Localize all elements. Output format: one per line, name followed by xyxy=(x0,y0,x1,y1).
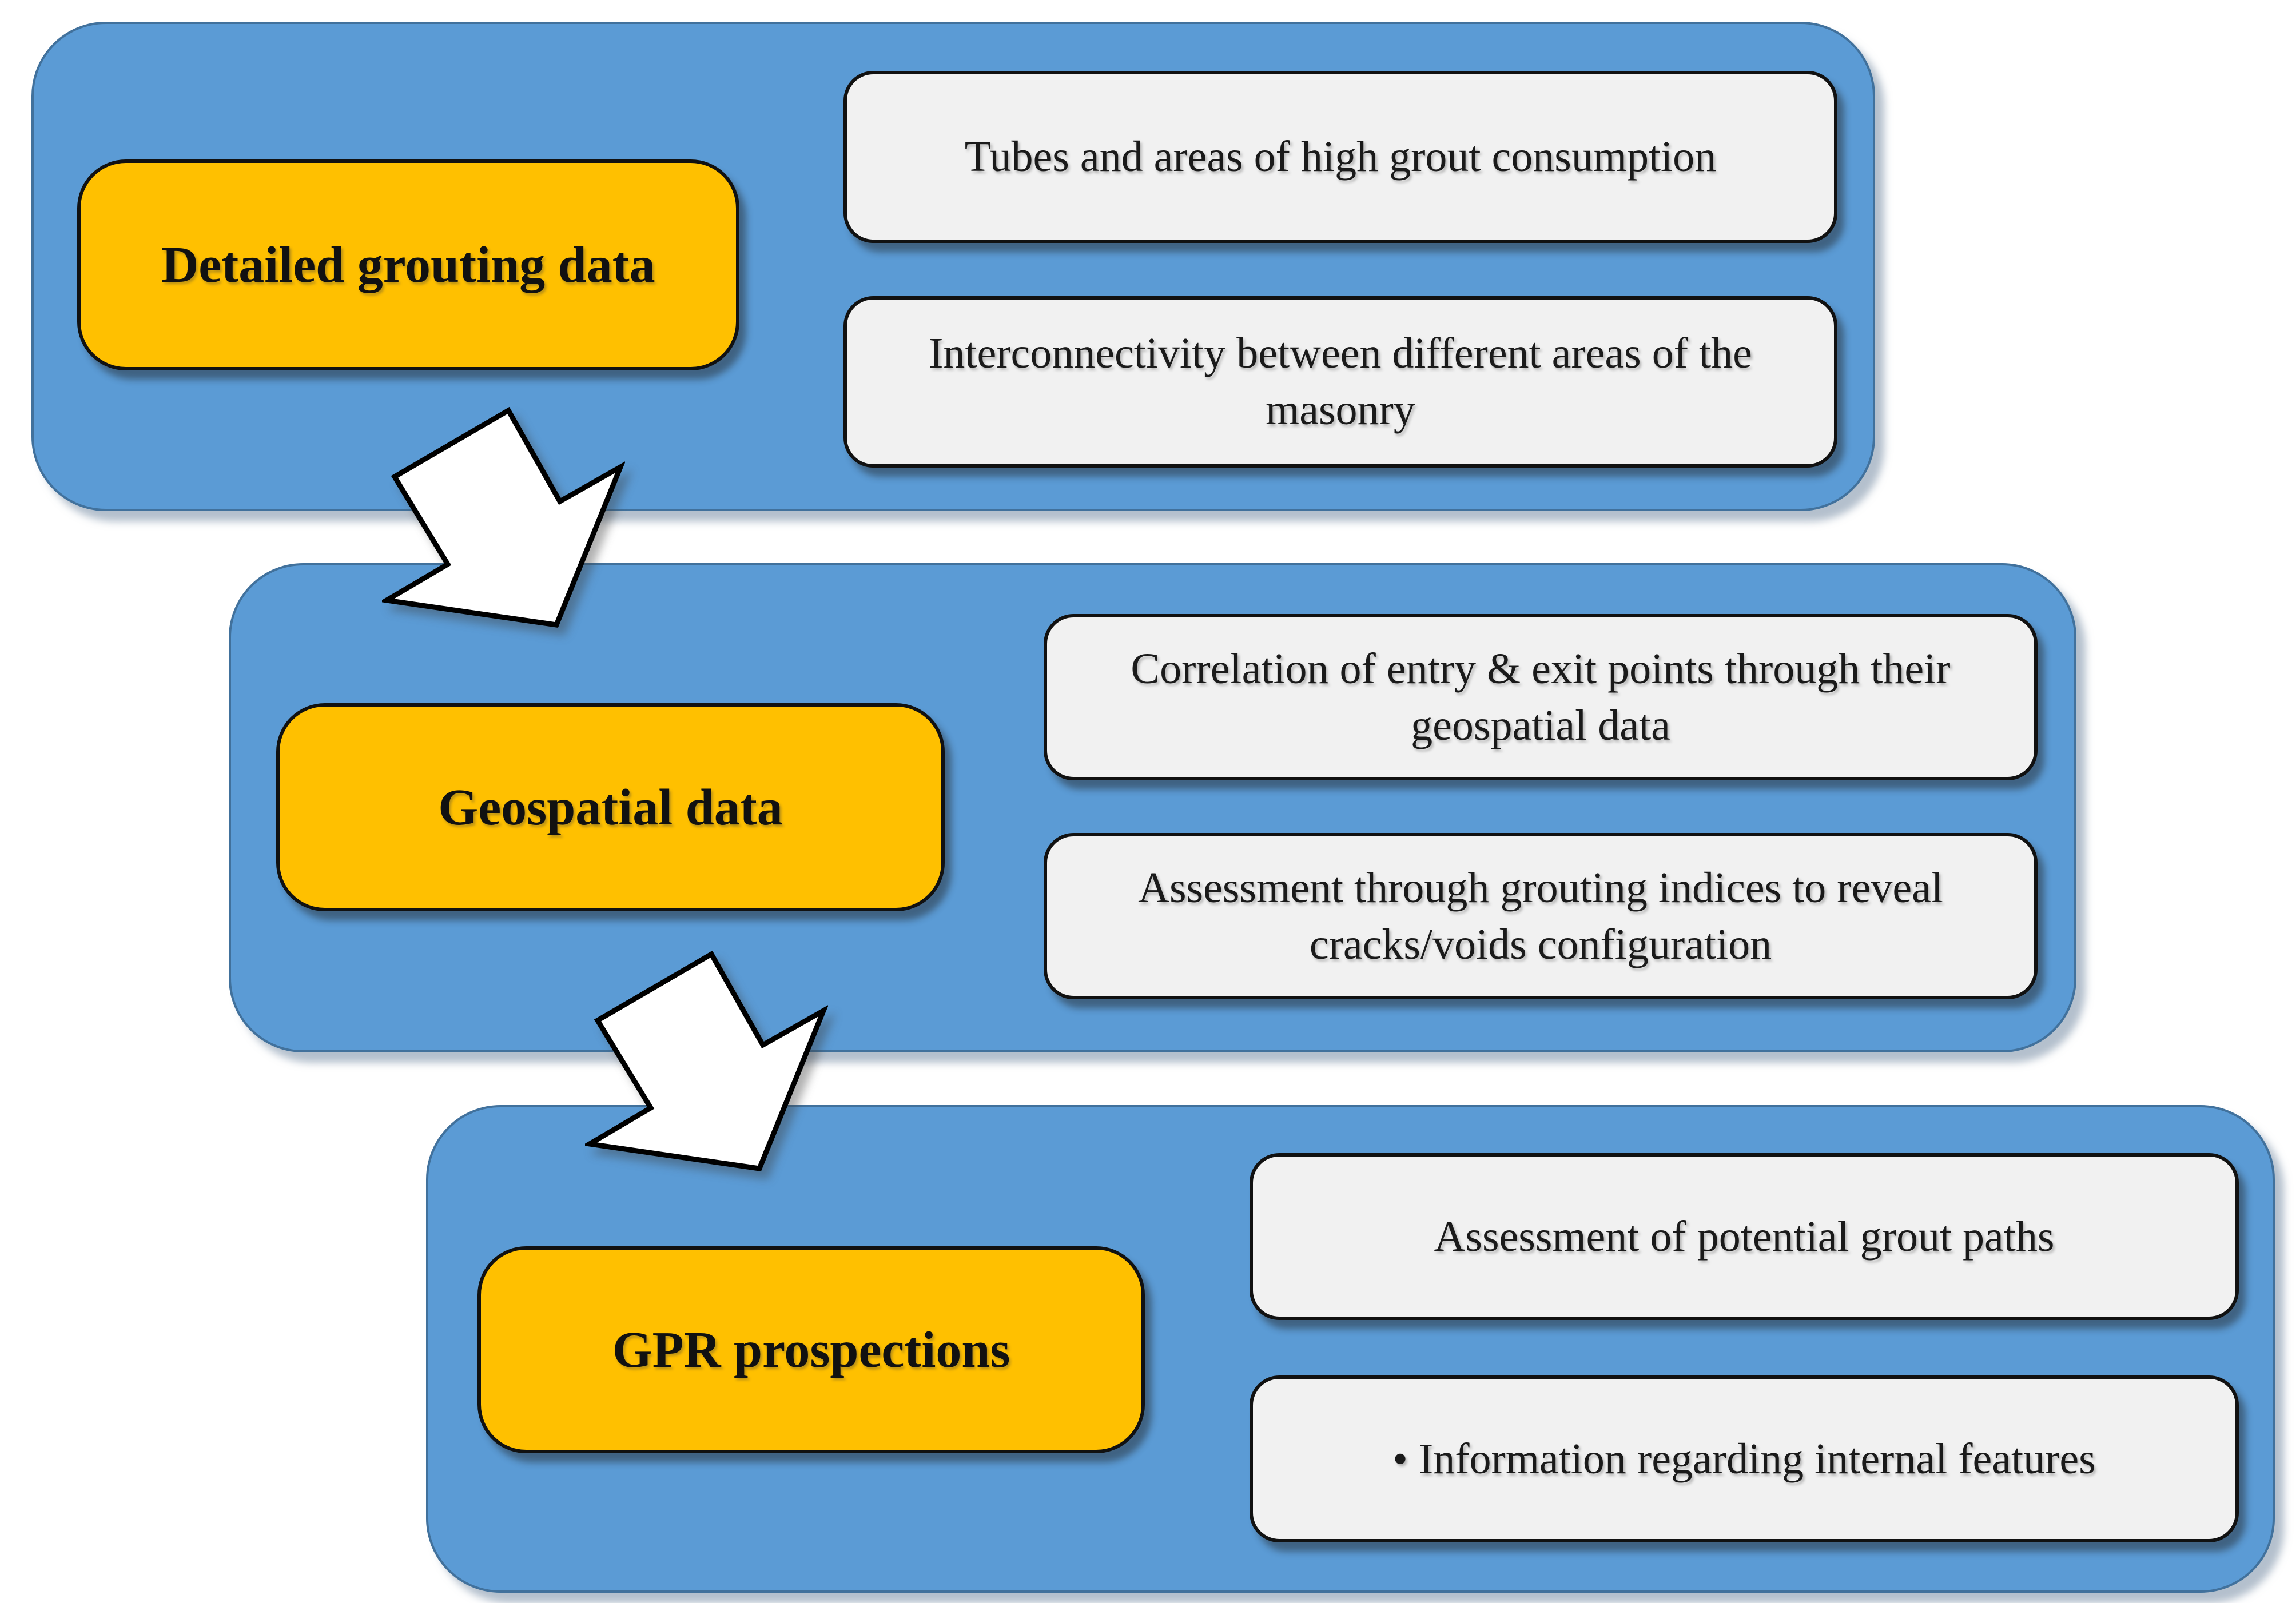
output-text: • Information regarding internal feature… xyxy=(1392,1434,2096,1483)
output-text: Tubes and areas of high grout consumptio… xyxy=(964,133,1717,181)
flow-arrow-icon xyxy=(585,950,828,1171)
output-box: Tubes and areas of high grout consumptio… xyxy=(843,71,1837,243)
stage-label: GPR prospections xyxy=(612,1321,1010,1378)
output-text: Correlation of entry & exit points throu… xyxy=(1131,644,1951,749)
output-box: Assessment of potential grout paths xyxy=(1250,1153,2239,1320)
output-box: Interconnectivity between different area… xyxy=(843,296,1837,468)
flow-arrow-icon xyxy=(382,406,625,628)
output-box: Correlation of entry & exit points throu… xyxy=(1044,614,2038,780)
stage-label: Geospatial data xyxy=(438,779,783,836)
stage-label-box-gpr-prospections: GPR prospections xyxy=(477,1246,1145,1453)
stage-label-box-detailed-grouting-data: Detailed grouting data xyxy=(77,159,739,370)
output-text: Assessment of potential grout paths xyxy=(1434,1212,2055,1261)
stage-label-box-geospatial-data: Geospatial data xyxy=(276,703,945,911)
output-box: Assessment through grouting indices to r… xyxy=(1044,833,2038,999)
output-text: Assessment through grouting indices to r… xyxy=(1138,863,1943,968)
stage-label: Detailed grouting data xyxy=(161,237,655,293)
output-box: • Information regarding internal feature… xyxy=(1250,1375,2239,1542)
output-text: Interconnectivity between different area… xyxy=(929,329,1752,434)
